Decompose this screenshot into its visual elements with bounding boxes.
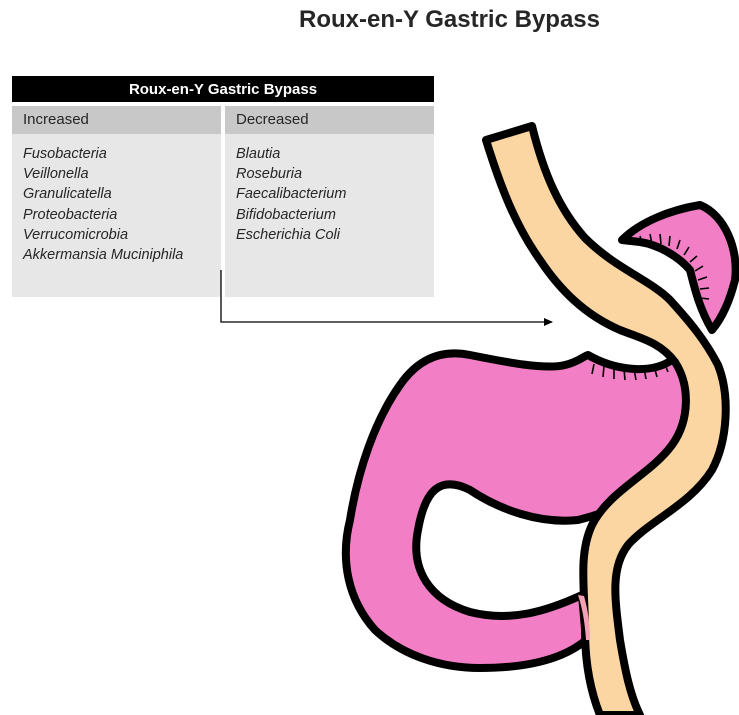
arrow-icon [221, 270, 552, 322]
